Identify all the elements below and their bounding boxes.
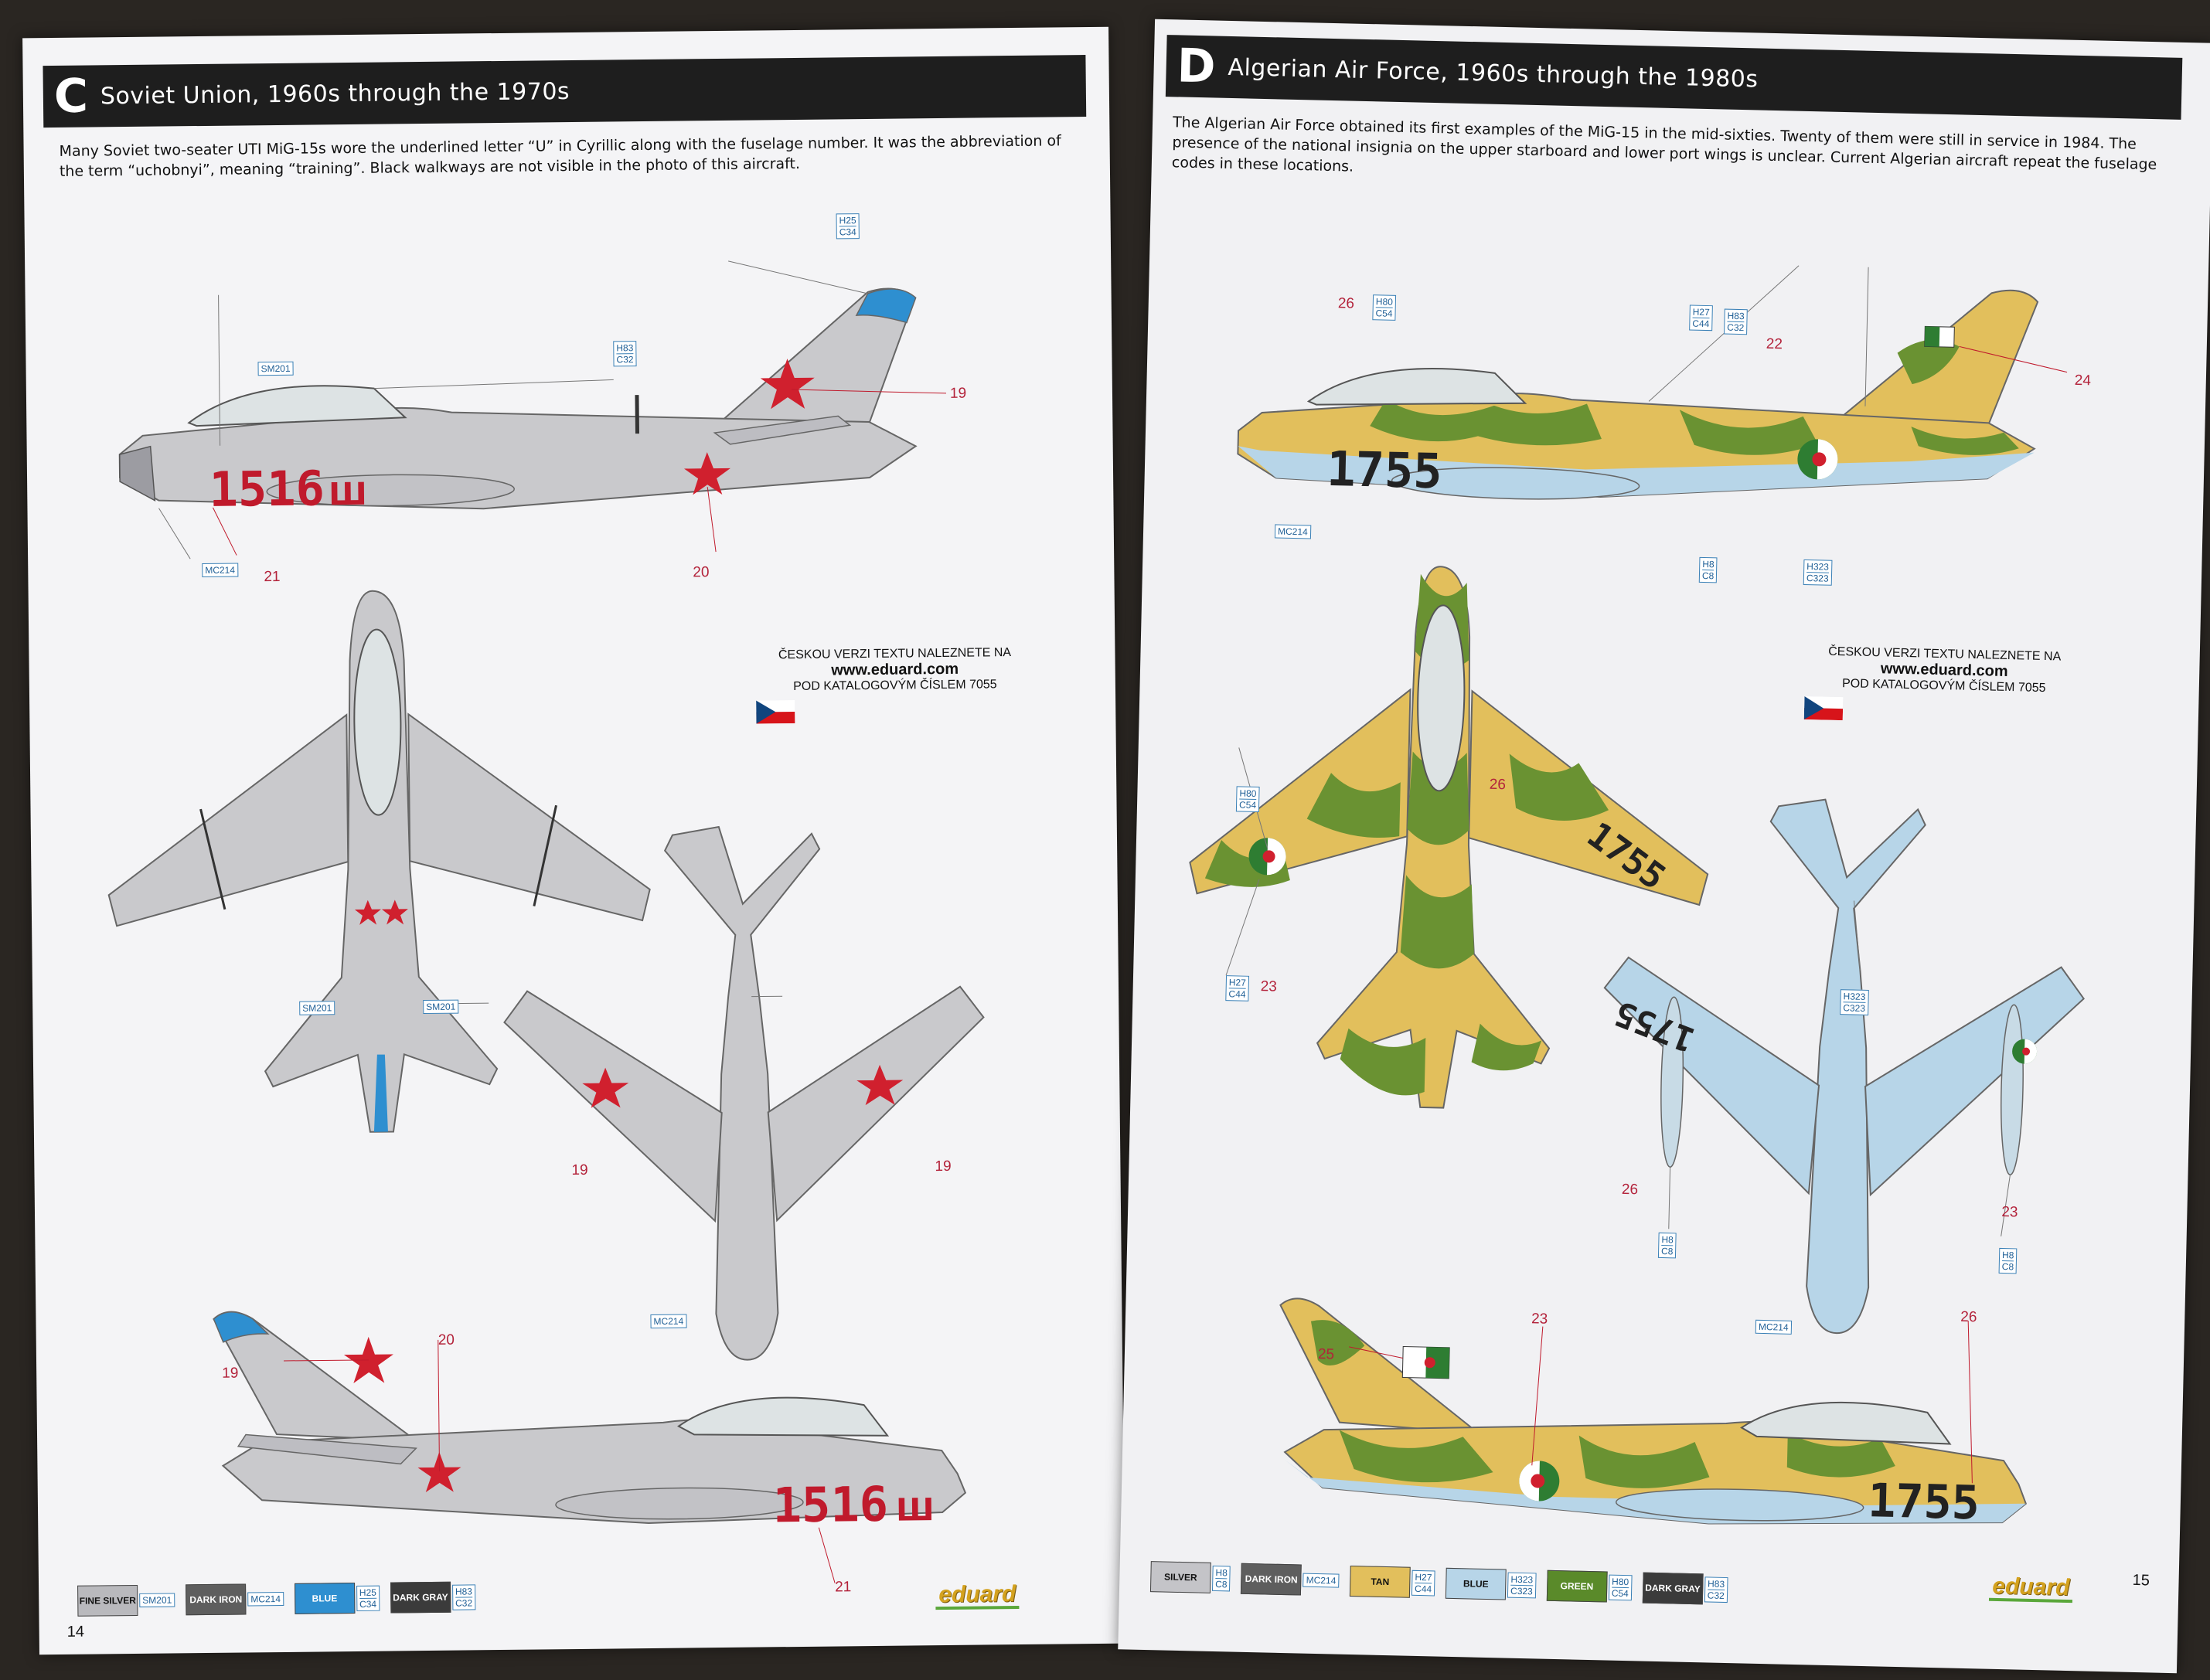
section-title-bar-right: D Algerian Air Force, 1960s through the …	[1165, 35, 2183, 120]
camo-profile-port: 1755	[1237, 265, 2068, 500]
cyrillic-letter: Ш	[329, 477, 367, 513]
paint-swatch-code: MC214	[247, 1591, 284, 1607]
camo-bottom-view: 1755	[1603, 798, 2085, 1335]
callout-20: 20	[693, 564, 710, 581]
page-number: 14	[66, 1623, 85, 1641]
czech-flag-icon-right	[1803, 696, 1844, 721]
alg-fuselage-code: 1755	[1326, 440, 1442, 499]
paint-chip-sm201-bottom: SM201	[299, 1001, 335, 1015]
section-letter-right: D	[1176, 39, 1217, 94]
paint-swatch-name: TAN	[1349, 1565, 1411, 1598]
camo-profile-starboard: 1755	[1279, 1297, 2028, 1530]
paint-swatch-name: DARK GRAY	[390, 1581, 451, 1614]
callout-20-starboard: 20	[438, 1331, 455, 1348]
paint-swatch-name: FINE SILVER	[77, 1584, 138, 1617]
callout-26: 26	[1337, 295, 1355, 312]
aircraft-profile-starboard: 1516 Ш	[213, 1311, 967, 1583]
aircraft-bottom-view	[503, 825, 985, 1361]
callout-24: 24	[2074, 372, 2092, 389]
callout-26-starboard: 26	[1960, 1308, 1977, 1326]
paint-chip-mc214: MC214	[202, 563, 239, 578]
callout-21-starboard: 21	[835, 1579, 852, 1596]
intro-text-right: The Algerian Air Force obtained its firs…	[1171, 114, 2157, 175]
page-number-right: 15	[2132, 1571, 2150, 1590]
paint-swatch-code: SM201	[139, 1593, 175, 1607]
paint-chip-mc214-right: MC214	[1274, 524, 1311, 539]
paint-swatch-name: DARK GRAY	[1642, 1572, 1704, 1605]
czech-version-note: ČESKOU VERZI TEXTU NALEZNETE NA www.edua…	[755, 646, 1034, 724]
paint-swatch-name: BLUE	[1445, 1567, 1507, 1600]
paint-chip-sm201-top: SM201	[423, 999, 459, 1015]
alg-fuselage-code-starboard: 1755	[1868, 1474, 1980, 1530]
fuselage-code-starboard: 1516	[772, 1476, 888, 1534]
aircraft-top-view	[107, 590, 651, 1133]
callout-19: 19	[949, 385, 967, 402]
callout-23-top: 23	[1260, 978, 1278, 995]
cyrillic-letter-starboard: Ш	[896, 1492, 935, 1529]
callout-22: 22	[1766, 335, 1783, 353]
callout-19-starboard: 19	[222, 1365, 239, 1382]
fuselage-code: 1516	[209, 460, 325, 518]
czech-version-note-right: ČESKOU VERZI TEXTU NALEZNETE NA www.edua…	[1803, 644, 2084, 726]
paint-swatch-name: SILVER	[1149, 1561, 1211, 1593]
paint-swatch-name: DARK IRON	[186, 1583, 247, 1616]
callout-26-top: 26	[1489, 776, 1507, 794]
instruction-page-right: D Algerian Air Force, 1960s through the …	[1118, 19, 2210, 1674]
intro-text: Many Soviet two-seater UTI MiG-15s wore …	[59, 132, 1061, 180]
eduard-logo: eduard	[935, 1581, 1020, 1610]
callout-25: 25	[1317, 1345, 1335, 1363]
paint-swatch-name: GREEN	[1546, 1569, 1608, 1603]
callout-23-starboard: 23	[1531, 1311, 1548, 1328]
paint-swatch-name: BLUE	[294, 1583, 356, 1614]
paint-swatch-name: DARK IRON	[1241, 1563, 1303, 1596]
camo-top-view: 1755	[1189, 566, 1709, 1109]
callout-23-bottom: 23	[2001, 1203, 2018, 1221]
aircraft-profile-port: 1516 Ш	[118, 260, 946, 559]
section-title: Soviet Union, 1960s through the 1970s	[100, 77, 570, 110]
callout-19-right-wing: 19	[935, 1158, 952, 1175]
eduard-logo-right: eduard	[1988, 1573, 2073, 1603]
callout-19-left-wing: 19	[571, 1161, 588, 1179]
czech-flag-icon	[756, 699, 795, 724]
paint-chip-sm201: SM201	[257, 361, 294, 376]
section-title-right: Algerian Air Force, 1960s through the 19…	[1228, 53, 1759, 93]
callout-26-bottom: 26	[1621, 1181, 1639, 1199]
paint-swatch-code: MC214	[1303, 1573, 1340, 1588]
instruction-page-left: C Soviet Union, 1960s through the 1970s …	[22, 26, 1125, 1655]
section-title-bar: C Soviet Union, 1960s through the 1970s	[43, 55, 1087, 128]
section-letter: C	[53, 69, 89, 124]
